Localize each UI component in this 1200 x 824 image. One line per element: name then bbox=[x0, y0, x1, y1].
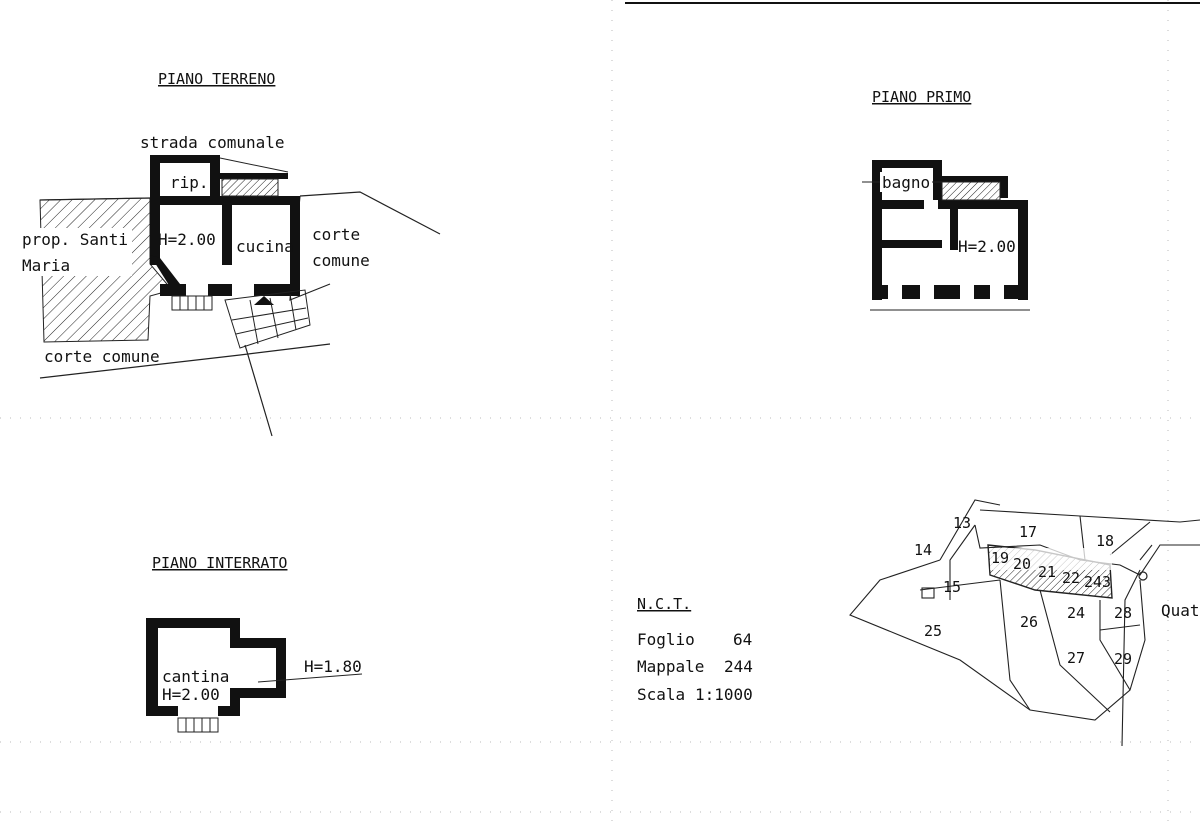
wall bbox=[933, 160, 942, 200]
parcel-number: 14 bbox=[914, 541, 932, 559]
parcel-number: 19 bbox=[991, 549, 1009, 567]
room-opening bbox=[230, 656, 240, 680]
wall bbox=[1000, 176, 1008, 198]
wall bbox=[950, 205, 958, 250]
wall bbox=[230, 690, 240, 716]
parcel-number: 28 bbox=[1114, 604, 1132, 622]
cantina-steps bbox=[177, 717, 219, 733]
piano-interrato-plan: PIANO INTERRATO cantina H=2.00 H=1.80 bbox=[146, 554, 363, 733]
prop-label-mask bbox=[20, 228, 132, 276]
wall bbox=[940, 176, 1008, 182]
parcel-label-mask bbox=[990, 548, 1112, 570]
wall bbox=[872, 160, 882, 300]
piano-primo-title: PIANO PRIMO bbox=[872, 88, 971, 106]
wall bbox=[230, 618, 240, 642]
exterior-steps bbox=[171, 289, 311, 349]
staircase bbox=[941, 181, 1001, 201]
wall bbox=[1018, 200, 1028, 300]
prop-santi-label: prop. Santi bbox=[22, 230, 128, 249]
wall bbox=[150, 155, 160, 265]
parcel-number: 15 bbox=[943, 578, 961, 596]
scala-value: 1:1000 bbox=[695, 685, 753, 704]
height-leader bbox=[257, 673, 363, 683]
room-opening bbox=[924, 200, 938, 209]
corte-comune-label: corte comune bbox=[44, 347, 160, 366]
cadastral-map: 13 14 15 17 18 19 20 21 22 243 24 25 26 … bbox=[849, 499, 1200, 747]
piano-terreno-title: PIANO TERRENO bbox=[158, 70, 275, 88]
wall bbox=[872, 285, 1028, 299]
comune-label: comune bbox=[312, 251, 370, 270]
foglio-value: 64 bbox=[733, 630, 752, 649]
entrance-arrow bbox=[254, 296, 274, 305]
foglio-label: Foglio bbox=[637, 630, 695, 649]
parcel-number: 18 bbox=[1096, 532, 1114, 550]
wall bbox=[872, 160, 942, 168]
height-label: H=2.00 bbox=[958, 237, 1016, 256]
wall bbox=[872, 200, 1028, 209]
wall bbox=[276, 638, 286, 696]
height-main-label: H=2.00 bbox=[162, 685, 220, 704]
nct-title: N.C.T. bbox=[637, 595, 691, 613]
wall bbox=[882, 240, 942, 248]
cucina-label: cucina bbox=[236, 237, 294, 256]
wall-corner bbox=[150, 255, 180, 290]
room-opening bbox=[960, 285, 974, 299]
piano-primo-plan: PIANO PRIMO bagno H=2.00 bbox=[862, 88, 1030, 311]
room-opening bbox=[178, 706, 218, 716]
road-marker bbox=[1138, 571, 1148, 581]
wall bbox=[230, 688, 286, 698]
bagno-label: bagno bbox=[882, 173, 930, 192]
parcel-number: 21 bbox=[1038, 563, 1056, 581]
corte-label: corte bbox=[312, 225, 360, 244]
piano-terreno-plan: PIANO TERRENO strada comunale prop. Sant… bbox=[20, 70, 441, 437]
staircase bbox=[221, 178, 279, 197]
prop-maria-label: Maria bbox=[22, 256, 70, 275]
wall bbox=[160, 284, 300, 296]
height-side-label: H=1.80 bbox=[304, 657, 362, 676]
road-label: Quat bbox=[1161, 601, 1200, 620]
parcel-number: 24 bbox=[1067, 604, 1085, 622]
room-opening bbox=[888, 285, 902, 299]
ripostiglio-label: rip. bbox=[170, 173, 209, 192]
mappale-value: 244 bbox=[724, 657, 753, 676]
parcel-number: 13 bbox=[953, 514, 971, 532]
nct-info: N.C.T. Foglio 64 Mappale 244 Scala 1:100… bbox=[637, 595, 753, 704]
mappale-label: Mappale bbox=[637, 657, 704, 676]
cantina-label: cantina bbox=[162, 667, 229, 686]
room-opening bbox=[920, 285, 934, 299]
bagno-label-mask bbox=[880, 172, 932, 192]
parcel-number: 17 bbox=[1019, 523, 1037, 541]
scala-label: Scala bbox=[637, 685, 685, 704]
room-opening bbox=[232, 284, 254, 296]
wall bbox=[230, 638, 286, 648]
wall bbox=[210, 155, 220, 205]
piano-interrato-title: PIANO INTERRATO bbox=[152, 554, 287, 572]
wall bbox=[146, 618, 158, 716]
parcel-number: 26 bbox=[1020, 613, 1038, 631]
parcel-number: 29 bbox=[1114, 650, 1132, 668]
wall bbox=[150, 196, 300, 205]
strada-comunale-label: strada comunale bbox=[140, 133, 285, 152]
parcel-number: 20 bbox=[1013, 555, 1031, 573]
parcel-number: 27 bbox=[1067, 649, 1085, 667]
parcel-number: 243 bbox=[1084, 573, 1111, 591]
wall bbox=[150, 155, 220, 163]
parcel-number: 25 bbox=[924, 622, 942, 640]
wall bbox=[220, 173, 288, 179]
wall bbox=[146, 618, 240, 628]
room-opening bbox=[186, 284, 208, 296]
wall bbox=[290, 196, 300, 296]
room-opening bbox=[990, 285, 1004, 299]
wall bbox=[222, 205, 232, 265]
parcel-number: 22 bbox=[1062, 569, 1080, 587]
height-label: H=2.00 bbox=[158, 230, 216, 249]
